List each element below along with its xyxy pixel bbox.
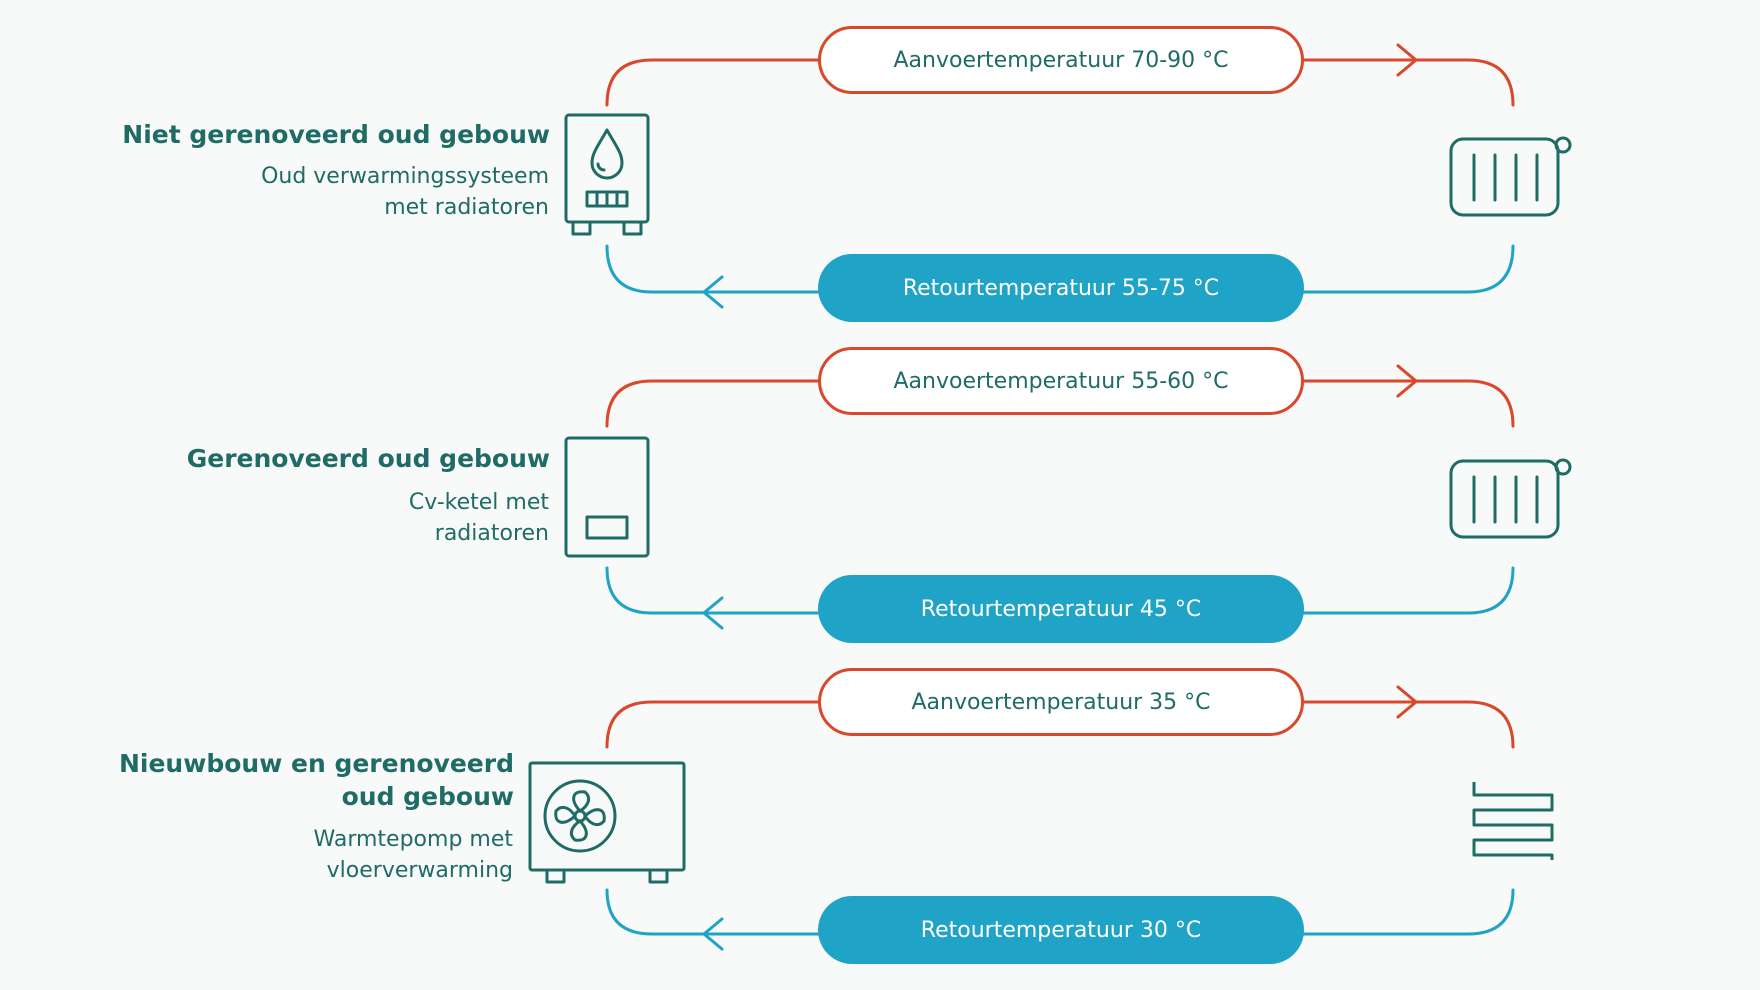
- system-3-description-line-1: Warmtepomp met: [313, 827, 513, 852]
- return-arrow-1: [702, 275, 724, 309]
- cv-boiler-icon: [564, 436, 650, 558]
- system-1-description: Oud verwarmingssysteem met radiatoren: [261, 161, 549, 223]
- return-line-1: [605, 244, 1515, 294]
- supply-line-1: [605, 58, 1515, 107]
- supply-arrow-2: [1396, 364, 1418, 398]
- system-3-description: Warmtepomp met vloerverwarming: [314, 824, 513, 886]
- return-arrow-3: [702, 917, 724, 951]
- system-2-title: Gerenoveerd oud gebouw: [186, 444, 550, 473]
- supply-temperature-label-2: Aanvoertemperatuur 55-60 °C: [818, 347, 1304, 415]
- supply-arrow-3: [1396, 685, 1418, 719]
- supply-temperature-label-3: Aanvoertemperatuur 35 °C: [818, 668, 1304, 736]
- return-temperature-label-3: Retourtemperatuur 30 °C: [818, 896, 1304, 964]
- system-2-description-line-2: radiatoren: [434, 521, 549, 546]
- supply-line-2: [605, 379, 1515, 428]
- return-temperature-label-2: Retourtemperatuur 45 °C: [818, 575, 1304, 643]
- circuit-3: [605, 685, 1515, 951]
- system-1-description-line-1: Oud verwarmingssysteem: [261, 164, 549, 189]
- supply-arrow-1: [1396, 43, 1418, 77]
- system-2-description: Cv-ketel met radiatoren: [409, 487, 549, 549]
- supply-temperature-label-1: Aanvoertemperatuur 70-90 °C: [818, 26, 1304, 94]
- system-2-description-line-1: Cv-ketel met: [408, 490, 549, 515]
- system-1-description-line-2: met radiatoren: [384, 195, 549, 220]
- radiator-icon: [1449, 136, 1572, 217]
- system-3-description-line-2: vloerverwarming: [326, 858, 513, 883]
- old-boiler-icon: [564, 113, 650, 236]
- fan-blades: [554, 790, 606, 842]
- circuit-2: [605, 364, 1515, 630]
- supply-line-3: [605, 700, 1515, 749]
- return-line-2: [605, 566, 1515, 615]
- radiator-icon: [1449, 458, 1572, 539]
- return-temperature-label-1: Retourtemperatuur 55-75 °C: [818, 254, 1304, 322]
- return-arrow-2: [702, 596, 724, 630]
- system-3-title-line-1: Nieuwbouw en gerenoveerd: [118, 749, 514, 778]
- floor-heating-icon: [1472, 782, 1554, 860]
- system-3-title: Nieuwbouw en gerenoveerd oud gebouw: [119, 747, 514, 813]
- return-line-3: [605, 888, 1515, 936]
- circuit-1: [605, 43, 1515, 309]
- system-1-title: Niet gerenoveerd oud gebouw: [122, 120, 550, 149]
- system-3-title-line-2: oud gebouw: [341, 782, 514, 811]
- heat-pump-icon: [528, 761, 686, 884]
